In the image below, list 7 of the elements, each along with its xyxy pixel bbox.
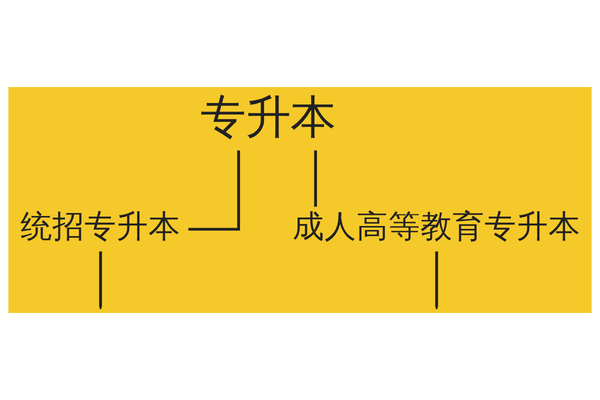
connector <box>314 150 317 207</box>
connector <box>188 150 240 231</box>
connector <box>99 251 102 308</box>
node-text: 成人高等教育专升本 <box>292 208 581 245</box>
node-text: 专升本 <box>200 90 336 144</box>
node-text: 统招专升本 <box>20 208 181 245</box>
connector <box>435 251 438 308</box>
